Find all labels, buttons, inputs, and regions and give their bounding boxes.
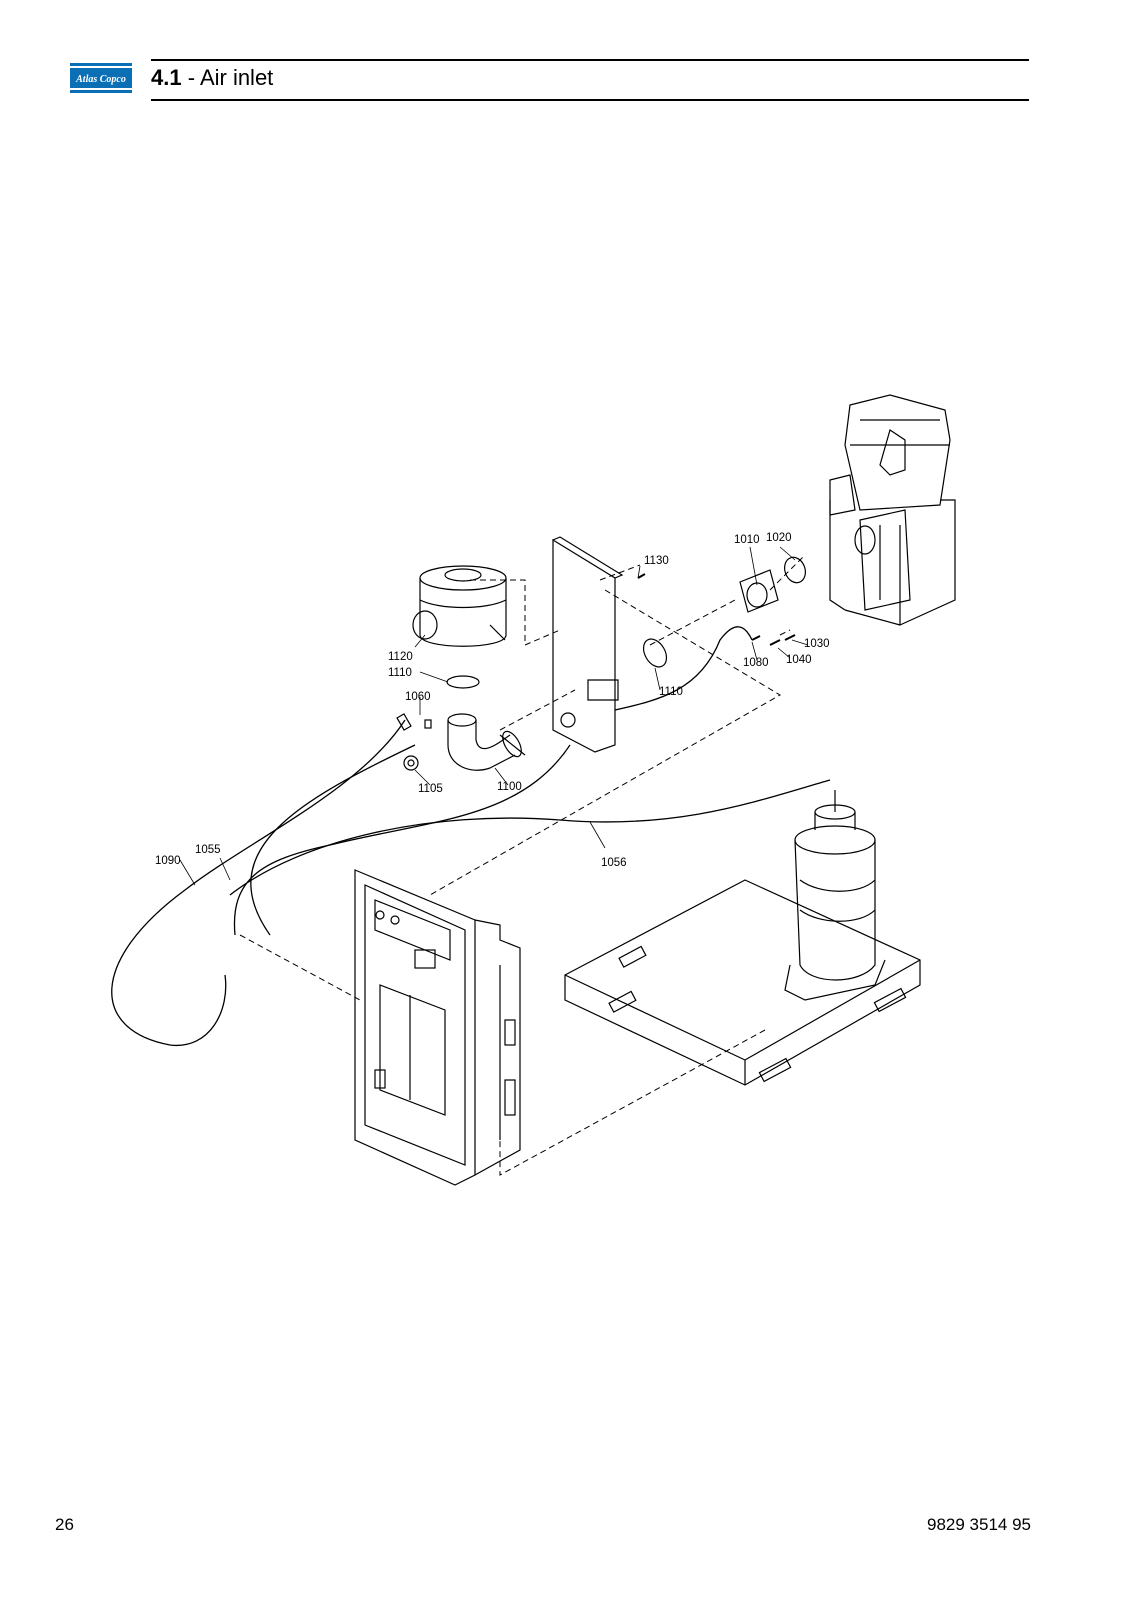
document-number: 9829 3514 95 <box>927 1515 1031 1534</box>
callout-1105: 1105 <box>418 783 443 795</box>
leader-lines <box>179 546 809 886</box>
control-cabinet <box>354 869 521 1186</box>
header-top-rule <box>151 59 1029 61</box>
callout-1060: 1060 <box>405 691 431 703</box>
inlet-flange <box>739 569 779 613</box>
section-number: 4.1 <box>151 65 182 90</box>
section-title: Air inlet <box>199 65 274 90</box>
callout-1056: 1056 <box>601 857 627 869</box>
callout-1080: 1080 <box>743 657 769 669</box>
callout-1110-pipe: 1110 <box>659 686 683 698</box>
screw-1030 <box>784 634 796 641</box>
callout-1100: 1100 <box>497 781 522 793</box>
screw <box>637 573 646 579</box>
air-filter <box>412 565 507 647</box>
compressor-element <box>829 394 956 626</box>
elbow-pipe <box>447 713 526 771</box>
logo-wordmark: Atlas Copco <box>75 74 126 85</box>
callout-1055: 1055 <box>195 844 221 856</box>
atlas-copco-logo: Atlas Copco <box>70 63 132 93</box>
hoses <box>111 626 831 1046</box>
assembly-guide-lines <box>239 554 806 1176</box>
sensor-fittings <box>396 713 432 771</box>
callout-1090: 1090 <box>155 855 181 867</box>
hose-clamp-pipe <box>642 638 668 668</box>
callout-1110-filter: 1110 <box>388 667 412 679</box>
callout-1010: 1010 <box>734 534 760 546</box>
o-ring <box>784 556 806 584</box>
callout-1020: 1020 <box>766 532 792 544</box>
header-bottom-rule <box>151 99 1029 101</box>
drive-motor <box>784 790 886 1001</box>
callout-1120: 1120 <box>388 651 413 663</box>
callout-1130: 1130 <box>644 555 669 567</box>
title-separator: - <box>181 65 200 90</box>
page-number: 26 <box>55 1515 74 1534</box>
page-title: 4.1 - Air inlet <box>151 64 273 92</box>
callout-1040: 1040 <box>786 654 812 666</box>
callout-labels: 1130 1010 1020 1030 1040 1080 1110 1120 … <box>155 532 830 869</box>
callout-1030: 1030 <box>804 638 830 650</box>
bracket-panel <box>552 536 624 753</box>
hose-clamp-filter <box>446 675 480 689</box>
base-frame <box>564 879 921 1086</box>
screw-1040 <box>769 639 781 646</box>
screw-1080 <box>751 635 761 641</box>
